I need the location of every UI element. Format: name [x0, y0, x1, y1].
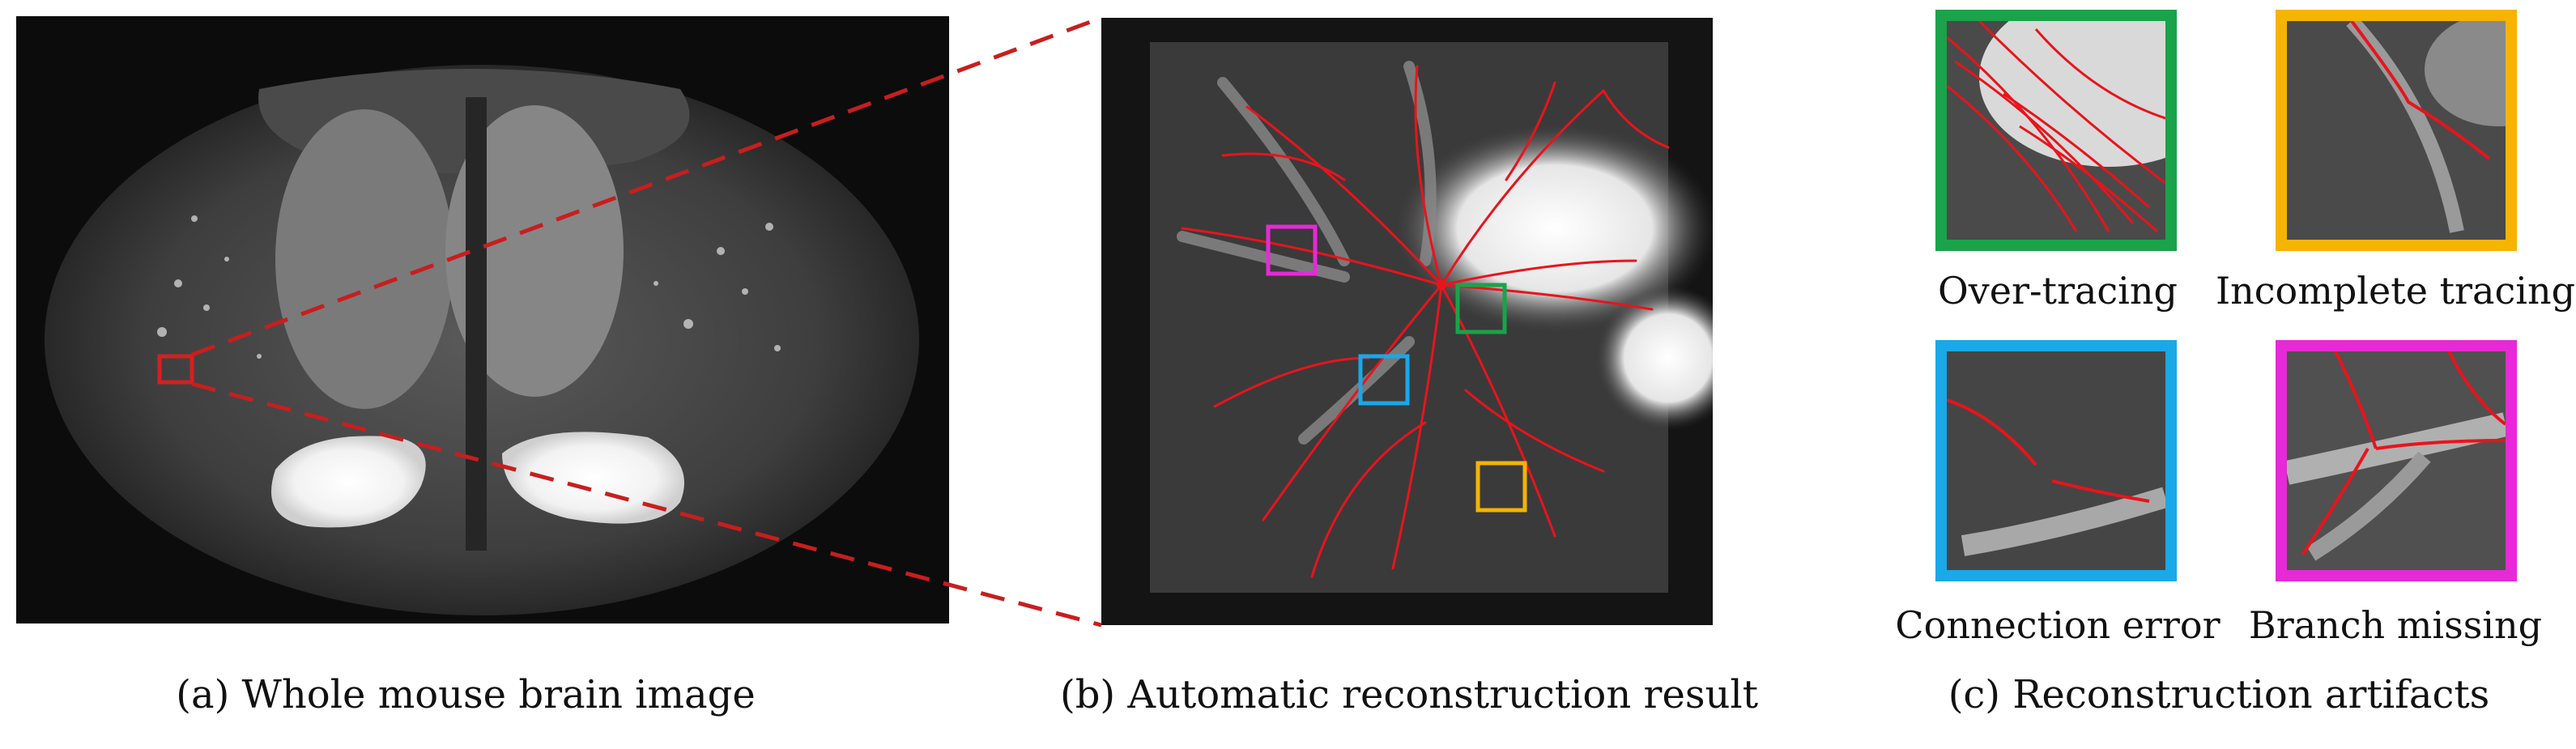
brain-slice-graphic [45, 65, 919, 615]
over-tracing-label: Over-tracing [1938, 269, 2178, 313]
brain-zoom-box [157, 354, 194, 385]
over-tracing-panel [1935, 10, 2177, 251]
connection-error-panel [1935, 340, 2177, 581]
over-tracing-graphic [1947, 21, 2165, 240]
reconstruction-image [1101, 18, 1741, 625]
incomplete-tracing-panel [2276, 10, 2517, 251]
incomplete-tracing-graphic [2287, 21, 2506, 240]
over-tracing-box [1455, 283, 1507, 334]
soma-point [1437, 280, 1446, 290]
reconstruction-graphic [1150, 42, 1741, 593]
trace-lines [1181, 65, 1670, 578]
connection-error-label: Connection error [1895, 603, 2220, 647]
branch-missing-label: Branch missing [2248, 603, 2543, 647]
connection-error-box [1358, 354, 1410, 406]
whole-brain-image [16, 16, 949, 623]
branch-missing-graphic [2287, 351, 2506, 570]
caption-b: (b) Automatic reconstruction result [1059, 672, 1759, 717]
left-striatum [275, 109, 453, 409]
caption-c: (c) Reconstruction artifacts [1948, 672, 2490, 717]
connection-error-graphic [1947, 351, 2165, 570]
branch-missing-panel [2276, 340, 2517, 581]
incomplete-tracing-box [1475, 461, 1527, 513]
incomplete-tracing-label: Incomplete tracing [2215, 269, 2576, 313]
branch-missing-box [1266, 224, 1318, 276]
caption-a: (a) Whole mouse brain image [176, 672, 756, 717]
